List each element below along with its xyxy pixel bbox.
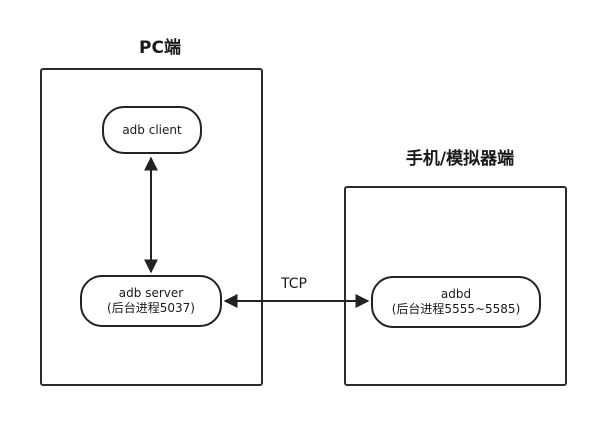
adbd-node: adbd (后台进程5555~5585)	[371, 276, 541, 328]
adb-server-node: adb server (后台进程5037)	[80, 275, 222, 327]
adbd-process-label: (后台进程5555~5585)	[391, 302, 521, 316]
device-side-title: 手机/模拟器端	[405, 149, 515, 169]
adb-server-label: adb server	[118, 286, 184, 300]
pc-side-title: PC端	[139, 38, 181, 58]
tcp-label: TCP	[281, 276, 307, 292]
adb-server-process-label: (后台进程5037)	[107, 301, 195, 315]
adbd-label: adbd	[440, 287, 472, 301]
adb-client-node: adb client	[102, 106, 202, 154]
adb-client-label: adb client	[122, 122, 182, 137]
